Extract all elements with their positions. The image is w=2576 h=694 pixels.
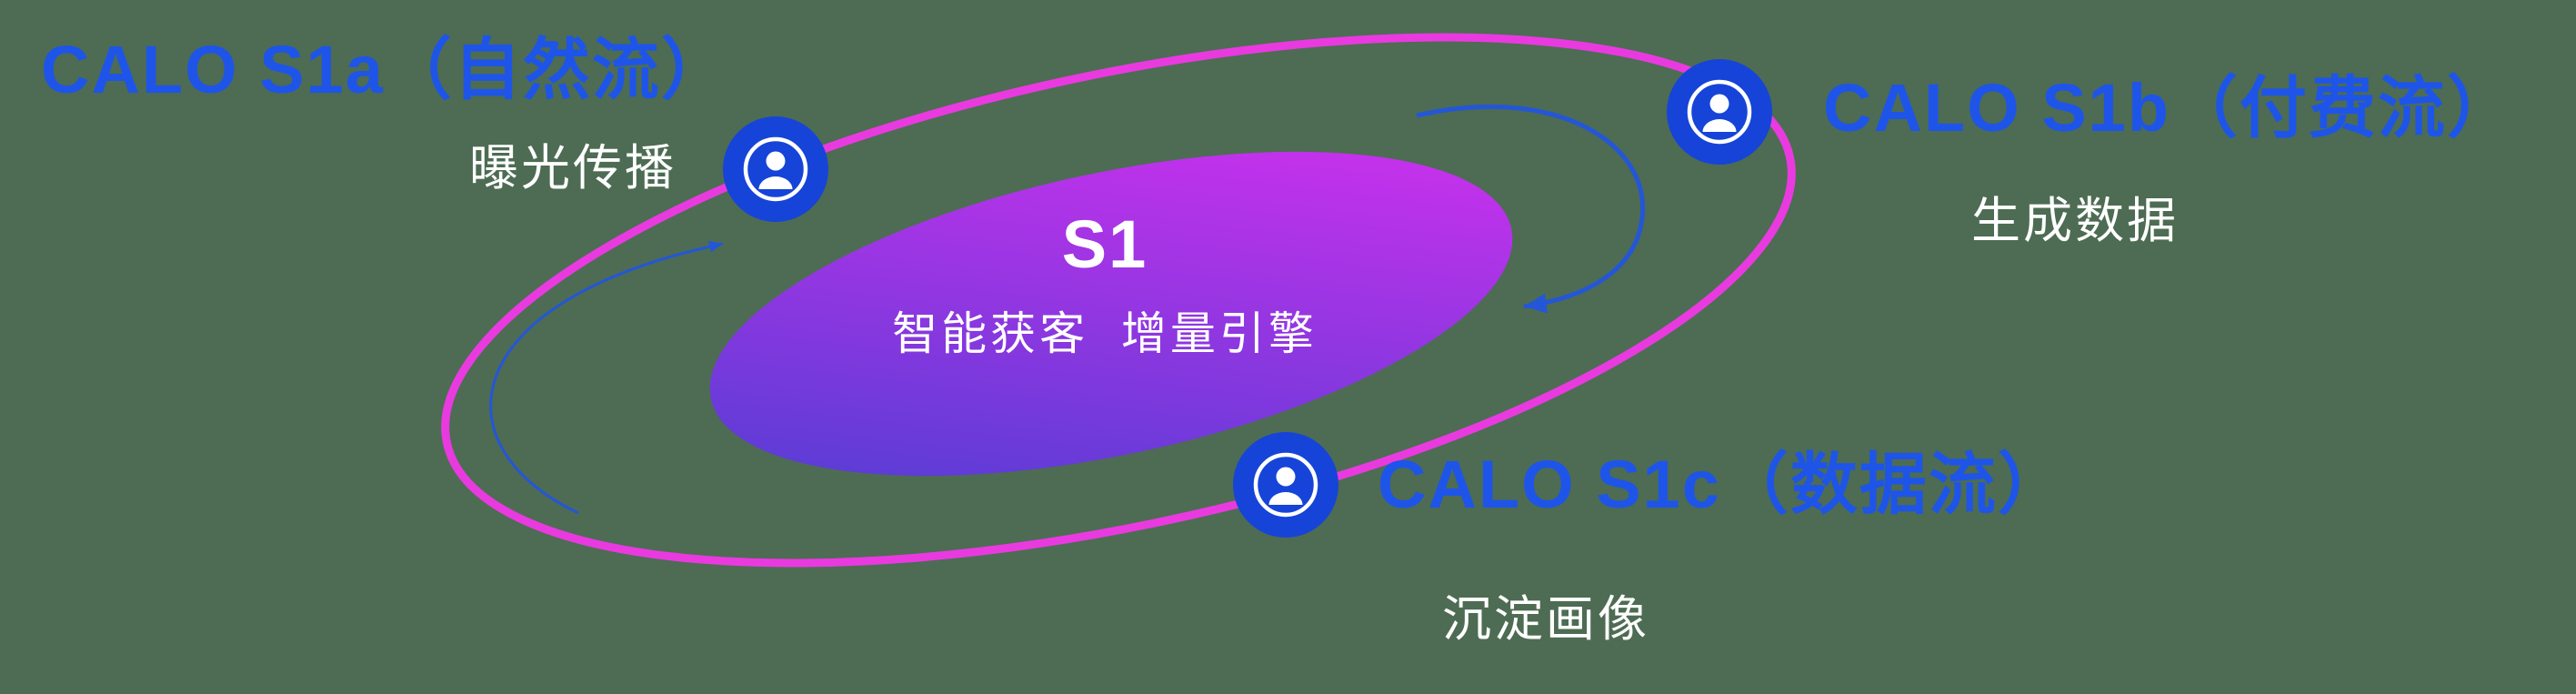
label-s1c-title: CALO S1c（数据流） xyxy=(1378,447,2067,522)
person-shoulders-icon xyxy=(1268,492,1303,505)
flow-arrow-top-right-icon xyxy=(1416,104,1646,314)
person-icon xyxy=(723,116,828,222)
person-ring-icon xyxy=(743,136,808,202)
node-s1b xyxy=(1665,57,1774,166)
person-shoulders-icon xyxy=(758,176,793,189)
person-head-icon xyxy=(1709,94,1729,114)
person-head-icon xyxy=(766,151,786,171)
person-ring-icon xyxy=(1253,452,1318,518)
label-s1b-title: CALO S1b（付费流） xyxy=(1823,70,2516,146)
core-title: S1 xyxy=(1061,206,1148,282)
orbit-ring xyxy=(441,33,1796,568)
label-s1a-title: CALO S1a（自然流） xyxy=(41,32,730,107)
person-shoulders-icon xyxy=(1702,119,1737,132)
flow-arrow-left-icon xyxy=(489,240,724,515)
person-head-icon xyxy=(1276,467,1296,487)
core-subtitle: 智能获客 增量引擎 xyxy=(892,308,1318,359)
node-s1a xyxy=(721,115,830,224)
person-icon xyxy=(1667,59,1772,165)
label-s1c-subtitle: 沉淀画像 xyxy=(1442,592,1649,647)
label-s1b-subtitle: 生成数据 xyxy=(1971,194,2179,248)
person-icon xyxy=(1233,432,1338,538)
person-ring-icon xyxy=(1687,79,1752,145)
core-ellipse xyxy=(709,151,1513,477)
core-label: S1 智能获客 增量引擎 xyxy=(892,206,1318,363)
node-s1c xyxy=(1231,430,1340,539)
label-s1a-subtitle: 曝光传播 xyxy=(469,141,677,196)
